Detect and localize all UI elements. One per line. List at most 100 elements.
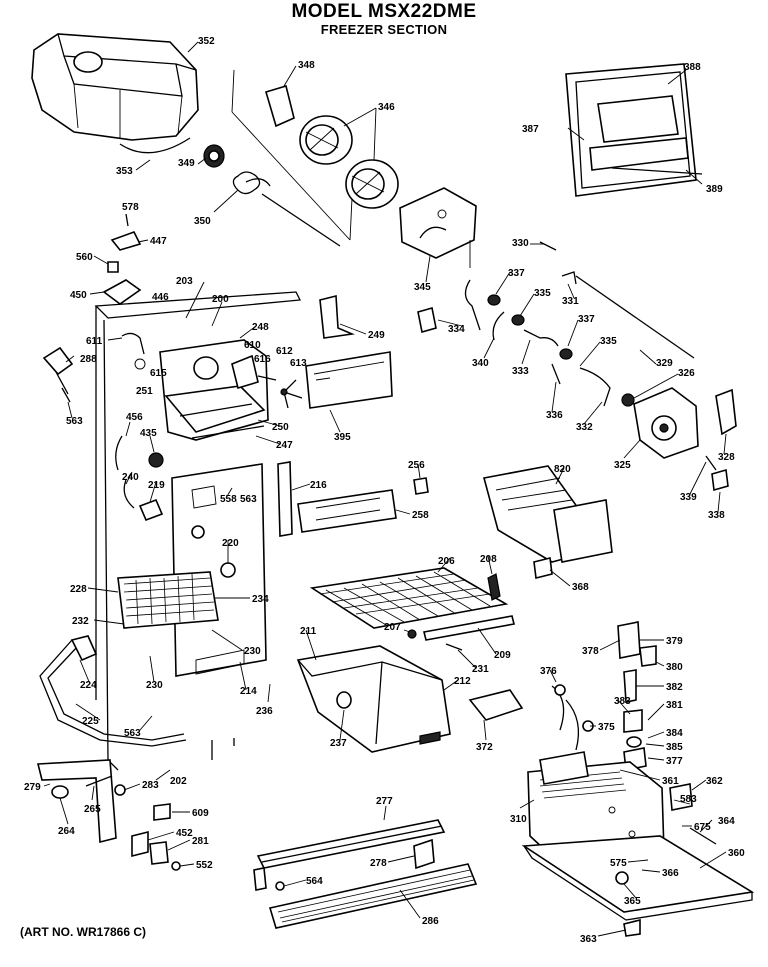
part-label: 384: [666, 728, 683, 739]
part-label: 616: [254, 354, 271, 365]
part-label: 286: [422, 916, 439, 927]
part-label: 214: [240, 686, 257, 697]
bracket-249: [319, 294, 355, 339]
part-label: 288: [80, 354, 97, 365]
part-label: 675: [694, 822, 711, 833]
small-parts-bottom: [131, 803, 181, 871]
part-label: 435: [140, 428, 157, 439]
part-label: 256: [408, 460, 425, 471]
part-label: 224: [80, 680, 97, 691]
page-title: MODEL MSX22DME: [291, 1, 477, 22]
dispenser-frame: [565, 63, 703, 197]
part-label: 380: [666, 662, 683, 673]
floor-pan-360: [521, 835, 755, 937]
evaporator-cover: [159, 339, 269, 441]
part-label: 338: [708, 510, 725, 521]
part-label: 378: [582, 646, 599, 657]
part-label: 230: [146, 680, 163, 691]
part-label: 450: [70, 290, 87, 301]
dispenser-linkage: [417, 241, 695, 407]
part-label: 345: [414, 282, 431, 293]
part-label: 232: [72, 616, 89, 627]
fastener-parts-left: [102, 213, 142, 305]
part-label: 325: [614, 460, 631, 471]
part-label: 364: [718, 816, 735, 827]
part-label: 258: [412, 510, 429, 521]
part-label: 558: [220, 494, 237, 505]
shelf-panel-395: [305, 351, 393, 409]
part-label: 610: [244, 340, 261, 351]
duct-258: [297, 477, 429, 533]
part-label: 368: [572, 582, 589, 593]
part-label: 447: [150, 236, 167, 247]
part-label: 360: [728, 848, 745, 859]
part-label: 335: [534, 288, 551, 299]
part-label: 200: [212, 294, 229, 305]
part-label: 389: [706, 184, 723, 195]
part-label: 382: [666, 682, 683, 693]
part-label: 220: [222, 538, 239, 549]
part-label: 348: [298, 60, 315, 71]
part-label: 381: [666, 700, 683, 711]
part-label: 251: [136, 386, 153, 397]
part-label: 283: [142, 780, 159, 791]
part-label: 237: [330, 738, 347, 749]
part-label: 352: [198, 36, 215, 47]
part-label: 350: [194, 216, 211, 227]
part-label: 278: [370, 858, 387, 869]
part-label: 609: [192, 808, 209, 819]
part-label: 206: [438, 556, 455, 567]
part-label: 583: [680, 794, 697, 805]
part-label: 219: [148, 480, 165, 491]
part-label: 612: [276, 346, 293, 357]
part-label: 820: [554, 464, 571, 475]
ramp-372: [468, 689, 524, 721]
part-label: 264: [58, 826, 75, 837]
part-label: 209: [494, 650, 511, 661]
part-label: 365: [624, 896, 641, 907]
part-label: 346: [378, 102, 395, 113]
part-label: 281: [192, 836, 209, 847]
part-label: 379: [666, 636, 683, 647]
part-label: 615: [150, 368, 167, 379]
part-label: 240: [122, 472, 139, 483]
part-label: 329: [656, 358, 673, 369]
part-label: 395: [334, 432, 351, 443]
part-label: 328: [718, 452, 735, 463]
part-label: 388: [684, 62, 701, 73]
slide-rail: [253, 819, 446, 891]
part-label: 326: [678, 368, 695, 379]
part-number-labels: 352 348 346 353 349 350 345 388 387 389 …: [24, 36, 745, 945]
toe-grille: [268, 863, 478, 929]
part-label: 340: [472, 358, 489, 369]
ice-bucket: [31, 33, 199, 154]
part-label: 385: [666, 742, 683, 753]
freezer-basket: [296, 645, 451, 753]
part-label: 203: [176, 276, 193, 287]
wire-shelf: [309, 567, 509, 629]
part-label: 383: [614, 696, 631, 707]
part-label: 202: [170, 776, 187, 787]
part-label: 611: [86, 336, 103, 347]
part-label: 377: [666, 756, 683, 767]
part-label: 376: [540, 666, 557, 677]
part-label: 231: [472, 664, 489, 675]
defrost-heater: [39, 635, 187, 747]
fan-motor: [231, 354, 303, 409]
part-label: 452: [176, 828, 193, 839]
auger-motor: [633, 387, 737, 492]
part-label: 456: [126, 412, 143, 423]
part-label: 335: [600, 336, 617, 347]
leader-lines: [43, 41, 727, 937]
part-label: 216: [310, 480, 327, 491]
part-label: 560: [76, 252, 93, 263]
part-label: 207: [384, 622, 401, 633]
part-label: 564: [306, 876, 323, 887]
part-label: 349: [178, 158, 195, 169]
part-label: 225: [82, 716, 99, 727]
part-label: 563: [124, 728, 141, 739]
part-label: 236: [256, 706, 273, 717]
part-label: 228: [70, 584, 87, 595]
